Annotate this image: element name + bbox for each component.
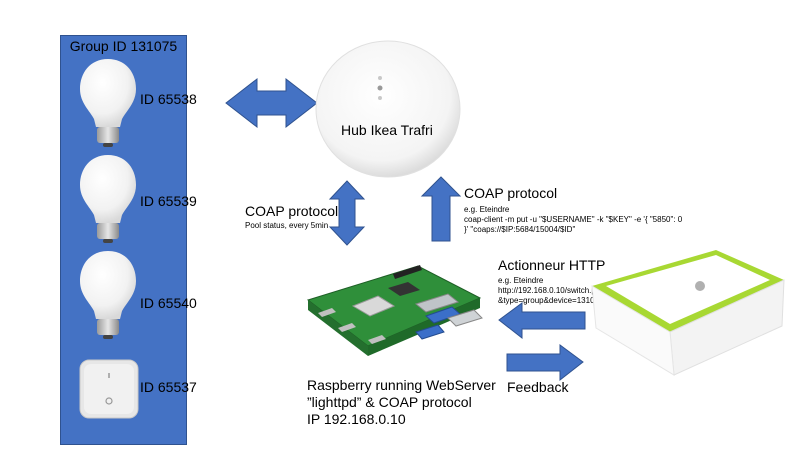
device-id-label: ID 65539 xyxy=(140,193,197,209)
http-line: e.g. Eteindre xyxy=(498,276,544,285)
double-vertical-arrow-icon xyxy=(328,180,366,246)
coap-left-detail: Pool status, every 5min xyxy=(245,221,329,230)
raspberry-line: Raspberry running WebServer xyxy=(307,377,496,393)
remote-switch-icon xyxy=(79,359,139,419)
up-arrow-icon xyxy=(420,176,462,242)
device-id-label: ID 65538 xyxy=(140,91,197,107)
ikea-tradfri-hub-icon xyxy=(315,40,461,178)
device-id-label: ID 65537 xyxy=(140,379,197,395)
raspberry-pi-board-icon xyxy=(306,265,483,356)
http-title: Actionneur HTTP xyxy=(498,257,606,273)
device-id-label: ID 65540 xyxy=(140,295,197,311)
right-arrow-icon xyxy=(506,344,584,382)
coap-left-title: COAP protocol xyxy=(245,203,339,219)
coap-right-title: COAP protocol xyxy=(464,185,558,201)
hub-label: Hub Ikea Trafri xyxy=(341,122,433,138)
group-title: Group ID 131075 xyxy=(69,38,178,54)
light-bulb-icon xyxy=(80,251,136,339)
coap-right-line: e.g. Eteindre xyxy=(464,205,510,214)
coap-right-line: }' "coaps://$IP:5684/15004/$ID" xyxy=(464,225,576,234)
light-bulb-icon xyxy=(80,59,136,147)
eedomus-box-icon xyxy=(591,250,785,376)
coap-right-line: coap-client -m put -u "$USERNAME" -k "$K… xyxy=(464,215,683,224)
left-arrow-icon xyxy=(498,302,586,340)
raspberry-line: IP 192.168.0.10 xyxy=(307,411,406,427)
raspberry-line: ”lighttpd” & COAP protocol xyxy=(307,394,472,410)
light-bulb-icon xyxy=(80,155,136,243)
devices-illustration xyxy=(79,59,139,419)
feedback-label: Feedback xyxy=(507,379,569,395)
double-arrow-icon xyxy=(225,77,318,129)
http-line: &type=group&device=131075 xyxy=(498,296,604,305)
http-line: http://192.168.0.10/switch.php?action=of… xyxy=(498,286,644,295)
